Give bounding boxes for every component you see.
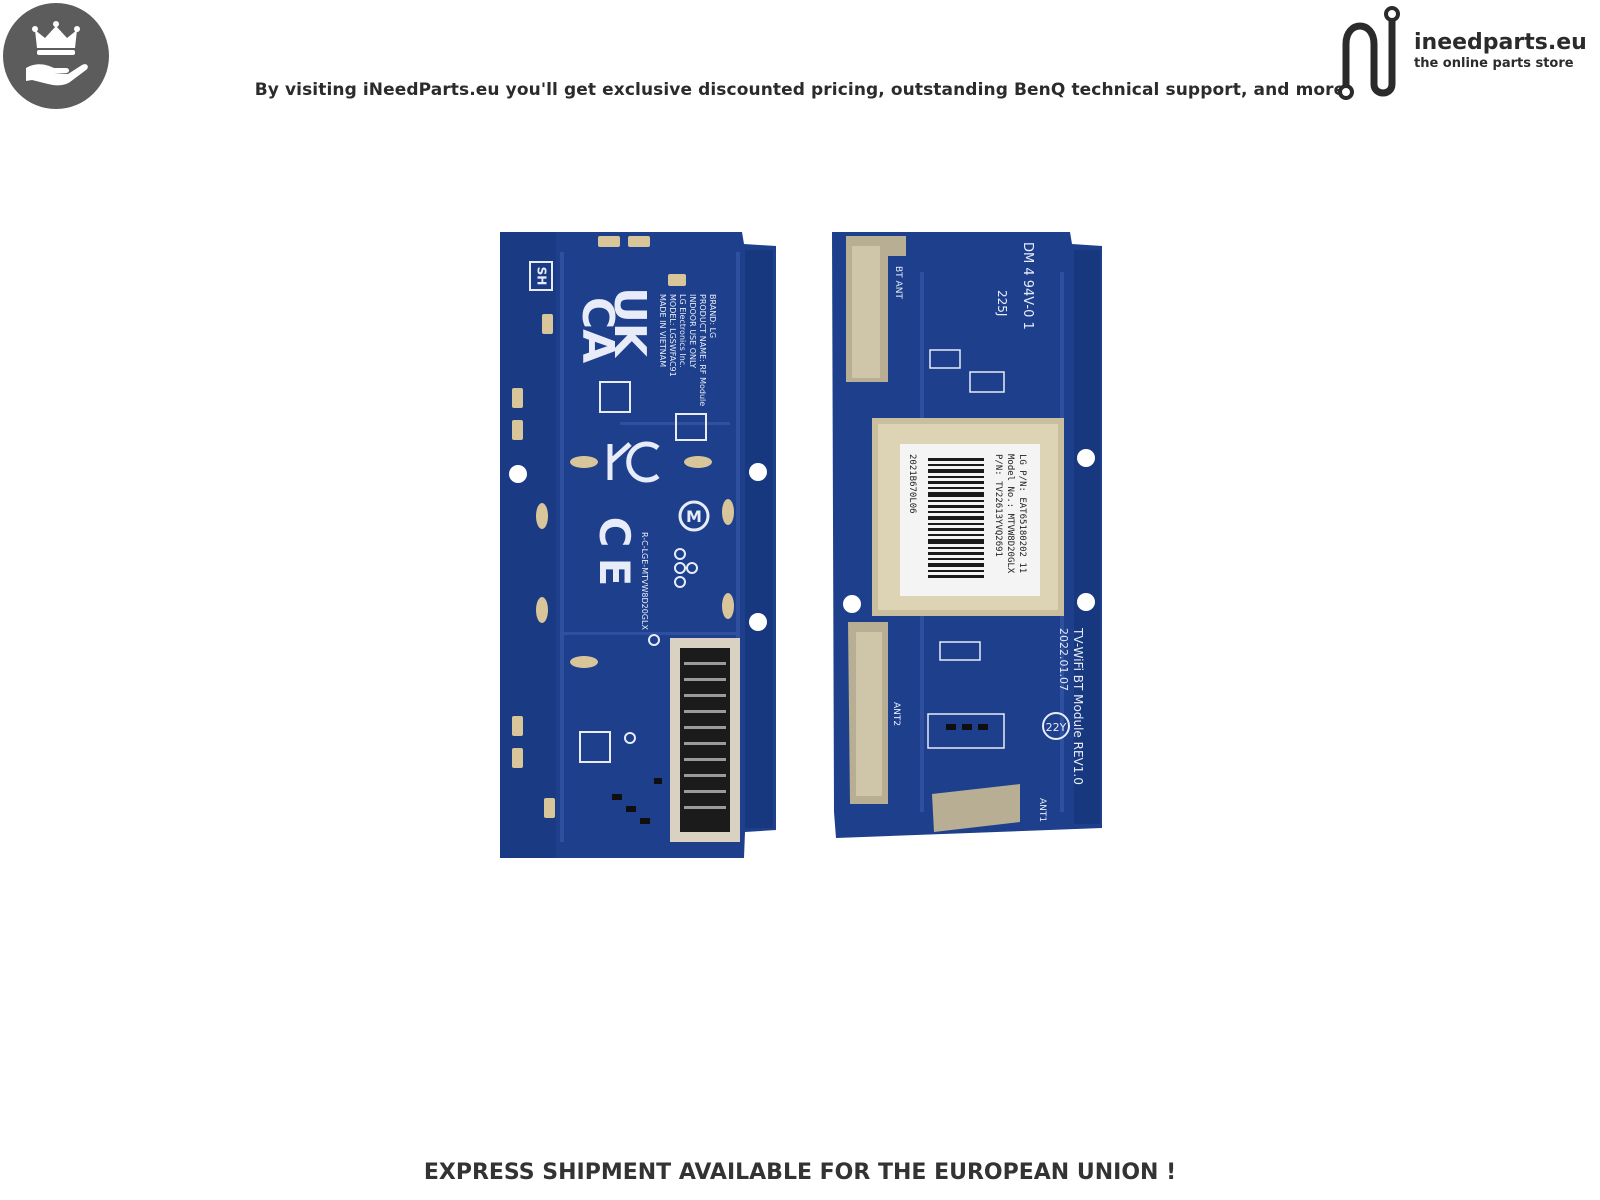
crown-badge [2,2,110,110]
svg-text:TV-WiFi BT Module REV1.0: TV-WiFi BT Module REV1.0 [1071,627,1085,785]
brand-logo[interactable]: ineedparts.eu the online parts store [1334,2,1596,102]
svg-text:E: E [590,558,639,587]
svg-text:Model No.: MTVW8D20GLX: Model No.: MTVW8D20GLX [1005,454,1015,574]
logo-name: ineedparts.eu [1414,30,1587,55]
svg-text:DM 4 94V-0 1: DM 4 94V-0 1 [1020,242,1035,330]
ineedparts-n-logo-icon [1338,6,1400,100]
crown-hand-icon [3,3,109,109]
logo-subtitle: the online parts store [1414,56,1574,71]
left-pcb-board: SH UK CA BRAND: LG PRODUCT NAME: RF Modu… [500,232,776,858]
svg-text:225J: 225J [995,290,1009,316]
svg-text:BT ANT: BT ANT [893,266,903,299]
svg-text:ANT2: ANT2 [891,702,901,726]
svg-text:LG P/N: EAT65180202 11: LG P/N: EAT65180202 11 [1017,454,1027,573]
svg-text:UK: UK [604,287,655,359]
svg-text:MODEL: LGSWFAC91: MODEL: LGSWFAC91 [668,294,677,377]
svg-text:BRAND: LG: BRAND: LG [708,294,717,338]
svg-text:MADE IN VIETNAM: MADE IN VIETNAM [658,294,667,367]
shipping-banner: EXPRESS SHIPMENT AVAILABLE FOR THE EUROP… [423,1160,1177,1185]
right-pcb-board: LG P/N: EAT65180202 11 Model No.: MTVW8D… [832,232,1102,838]
svg-text:CA: CA [572,297,623,363]
barcode [928,458,984,578]
svg-text:INDOOR USE ONLY: INDOOR USE ONLY [688,294,697,368]
svg-text:C: C [590,517,639,548]
svg-text:22Y: 22Y [1046,721,1067,734]
svg-text:P/N: TV22613YVQ2691: P/N: TV22613YVQ2691 [993,454,1003,557]
svg-text:LG Electronics Inc.: LG Electronics Inc. [678,294,687,368]
product-photo: SH UK CA BRAND: LG PRODUCT NAME: RF Modu… [500,232,1102,858]
svg-text:R-C-LGE-MTVW8D20GLX: R-C-LGE-MTVW8D20GLX [640,532,649,630]
svg-text:ANT1: ANT1 [1037,798,1047,822]
svg-text:SH: SH [535,267,549,286]
svg-text:PRODUCT NAME: RF Module: PRODUCT NAME: RF Module [698,294,707,406]
svg-text:2022.01.07: 2022.01.07 [1057,628,1070,691]
svg-text:M: M [686,507,702,526]
promo-tagline: By visiting iNeedParts.eu you'll get exc… [254,80,1346,100]
svg-text:2021B670L06: 2021B670L06 [907,454,917,514]
ribbon-connector [670,638,740,842]
